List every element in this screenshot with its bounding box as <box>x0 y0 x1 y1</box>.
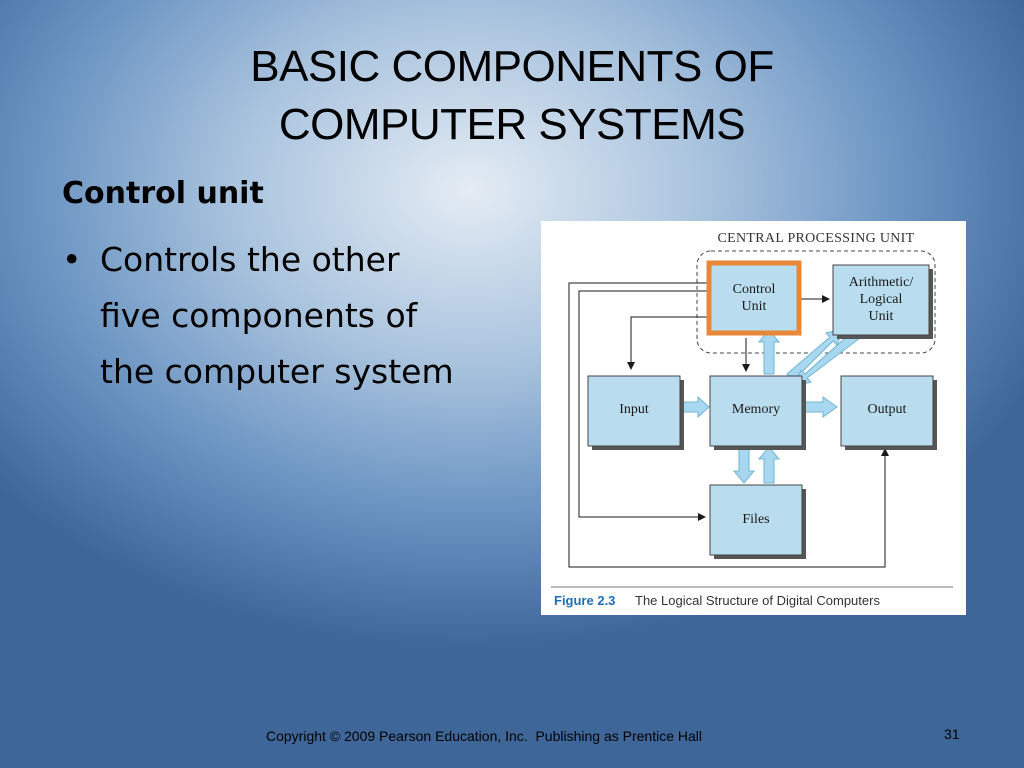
subheading: Control unit <box>62 176 264 211</box>
line-control-to-input <box>627 316 709 370</box>
alu-label-2: Logical <box>860 292 903 307</box>
bullet-line-3: the computer system <box>100 352 454 391</box>
line-control-to-files <box>578 290 709 521</box>
cpu-label: CENTRAL PROCESSING UNIT <box>718 231 915 246</box>
figure-card: CENTRAL PROCESSING UNIT <box>541 221 966 615</box>
cpu-boundary <box>696 250 936 354</box>
arrow-input-to-memory <box>680 395 710 419</box>
box-input: Input <box>587 375 684 450</box>
bullet-symbol: • <box>62 240 82 279</box>
files-label: Files <box>742 512 769 527</box>
memory-label: Memory <box>732 402 780 417</box>
slide-title: BASIC COMPONENTS OF COMPUTER SYSTEMS <box>0 38 1024 154</box>
data-flow-arrows <box>680 328 861 484</box>
arrow-files-to-memory <box>757 446 781 484</box>
box-memory: Memory <box>709 375 806 450</box>
page-number: 31 <box>944 726 960 742</box>
cpu-diagram: CENTRAL PROCESSING UNIT <box>551 231 953 608</box>
box-output: Output <box>840 375 937 450</box>
bullet-list: • Controls the other five components of … <box>62 232 512 400</box>
arrow-memory-to-output <box>802 396 838 418</box>
bullet-line-1: Controls the other <box>100 240 400 279</box>
box-alu: Arithmetic/ Logical Unit <box>832 264 933 339</box>
alu-label-1: Arithmetic/ <box>849 275 914 290</box>
bullet-item: • Controls the other five components of … <box>62 232 512 400</box>
footer-copyright: Copyright © 2009 Pearson Education, Inc.… <box>266 728 703 744</box>
control-unit-label-1: Control <box>733 282 776 297</box>
caption-text: The Logical Structure of Digital Compute… <box>635 593 880 608</box>
control-lines <box>568 282 889 568</box>
line-output-loop <box>568 282 889 568</box>
input-label: Input <box>619 402 649 417</box>
title-line-1: BASIC COMPONENTS OF <box>250 42 774 91</box>
output-label: Output <box>868 402 907 417</box>
box-control-unit: Control Unit <box>706 260 802 336</box>
bullet-line-2: five components of <box>100 296 418 335</box>
arrow-memory-to-files <box>732 445 756 484</box>
arrow-memory-to-control <box>757 329 781 375</box>
title-line-2: COMPUTER SYSTEMS <box>278 100 746 149</box>
box-files: Files <box>709 484 806 559</box>
alu-label-3: Unit <box>869 309 894 324</box>
control-unit-label-2: Unit <box>742 299 767 314</box>
caption-figure-number: Figure 2.3 <box>554 593 615 608</box>
